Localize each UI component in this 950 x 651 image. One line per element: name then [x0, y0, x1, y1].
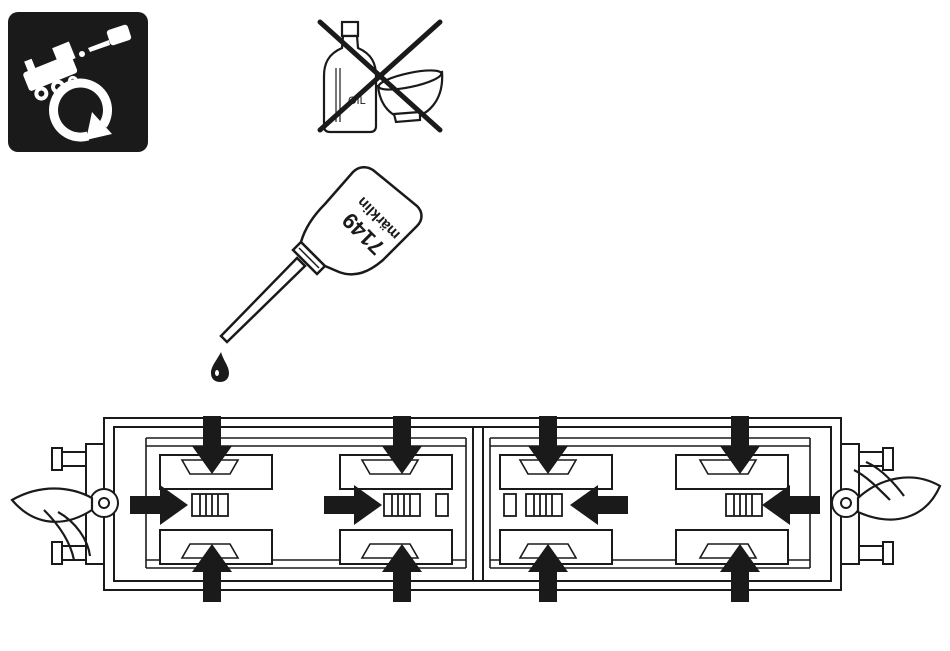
lubrication-arrows-side [130, 485, 820, 525]
no-ordinary-oil-warning: OIL [316, 18, 444, 136]
undercarriage-diagram [0, 400, 950, 651]
lubrication-arrows-bottom [192, 544, 760, 602]
bowl-icon [377, 66, 443, 122]
oil-drop-icon [211, 352, 229, 382]
marklin-oiler-7149: märklin 7149 [205, 160, 440, 385]
maintenance-badge [8, 12, 148, 152]
oil-bottle-icon [324, 22, 376, 132]
worm-gears [192, 494, 762, 516]
locomotive-oiling-interval-icon [8, 12, 148, 152]
oiler-bottle-icon [221, 167, 422, 342]
coupler-hook-right [854, 462, 940, 520]
lubrication-arrows-top [192, 416, 760, 474]
